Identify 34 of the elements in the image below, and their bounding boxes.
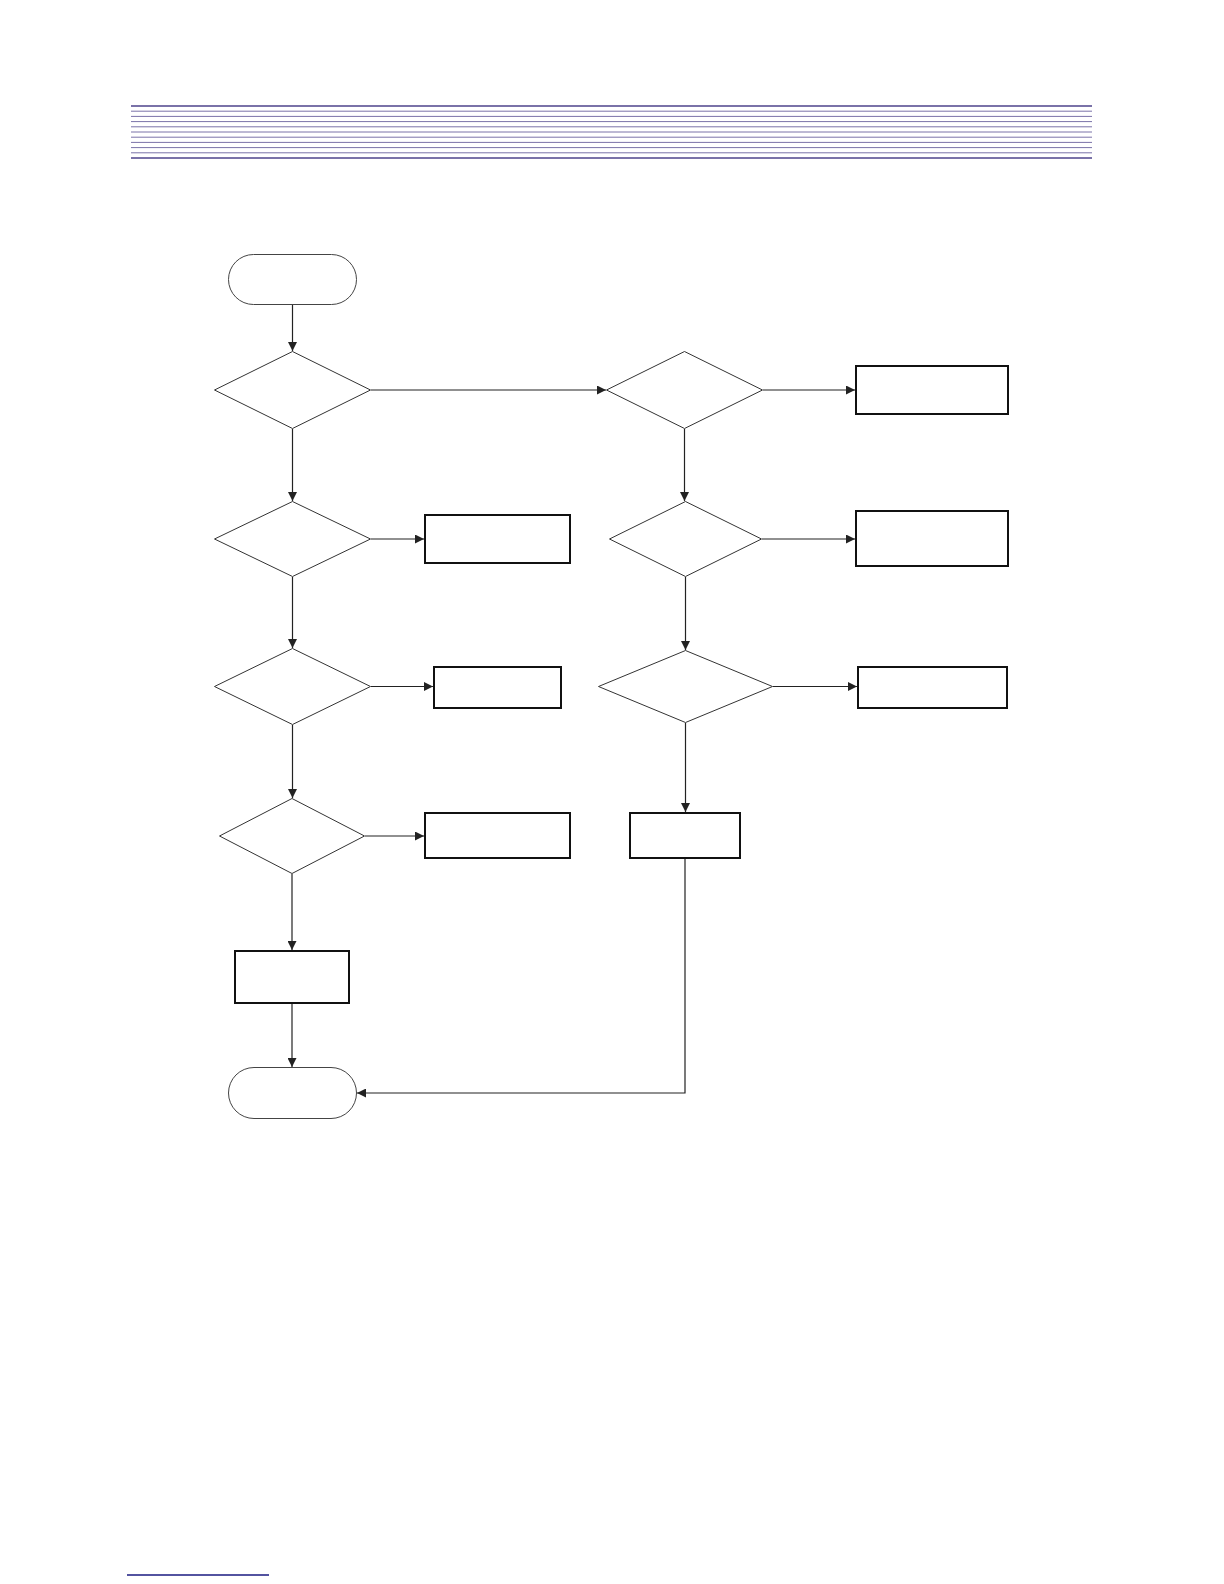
decision-diamond — [606, 351, 763, 429]
decision-diamond — [214, 351, 371, 429]
decision-diamond — [609, 501, 762, 577]
arrow — [364, 831, 425, 841]
decision-diamond — [214, 648, 371, 725]
decision-diamond — [598, 650, 773, 723]
arrow — [762, 385, 856, 395]
arrow — [288, 304, 297, 352]
arrow — [370, 682, 434, 691]
arrow — [287, 873, 297, 951]
process-box — [234, 950, 350, 1004]
arrow — [680, 428, 689, 502]
process-box — [857, 666, 1008, 709]
arrow — [761, 534, 856, 544]
arrow — [772, 682, 858, 691]
arrow — [681, 576, 690, 651]
arrow — [370, 534, 425, 544]
arrow — [681, 722, 690, 813]
process-box — [855, 510, 1009, 567]
process-box — [433, 666, 562, 709]
decision-diamond — [214, 501, 371, 577]
process-box — [424, 514, 571, 564]
arrow — [288, 576, 297, 649]
arrow — [288, 428, 297, 502]
arrow — [356, 858, 686, 1098]
decision-diamond — [219, 798, 365, 874]
terminal-capsule — [228, 1067, 357, 1119]
process-box — [855, 365, 1009, 415]
process-box — [424, 812, 571, 859]
process-box — [629, 812, 741, 859]
terminal-capsule — [228, 254, 357, 305]
arrow — [287, 1003, 297, 1068]
arrow — [370, 385, 607, 395]
arrow — [288, 724, 297, 799]
